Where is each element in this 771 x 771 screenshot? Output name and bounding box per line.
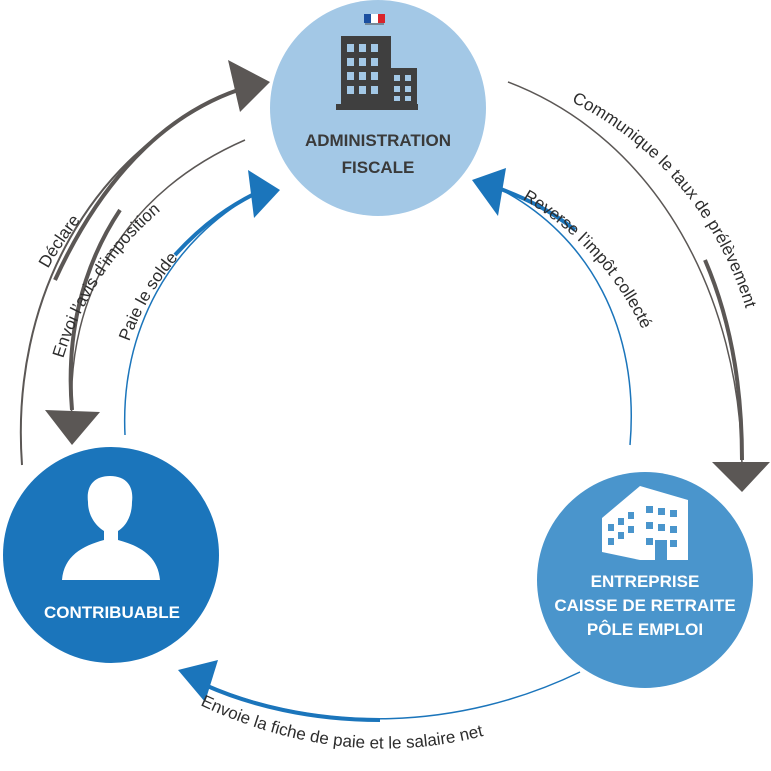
node-administration-line2: FISCALE xyxy=(342,158,415,177)
flow-label-paie-solde: Paie le solde xyxy=(115,248,181,343)
node-administration-line1: ADMINISTRATION xyxy=(305,131,451,150)
government-building-icon xyxy=(336,14,418,110)
arrow-envoi-avis xyxy=(45,139,246,445)
node-entreprise-line3: PÔLE EMPLOI xyxy=(587,620,703,639)
person-icon xyxy=(62,476,160,580)
office-building-icon xyxy=(602,486,688,560)
node-administration-fiscale: ADMINISTRATION FISCALE xyxy=(270,0,486,216)
flow-label-reverse-impot: Reverse l’impôt collecté xyxy=(520,186,655,331)
node-entreprise: ENTREPRISE CAISSE DE RETRAITE PÔLE EMPLO… xyxy=(537,472,753,688)
arrow-declare xyxy=(19,60,270,466)
node-contribuable-label: CONTRIBUABLE xyxy=(44,603,180,622)
node-entreprise-line2: CAISSE DE RETRAITE xyxy=(554,596,735,615)
node-contribuable: CONTRIBUABLE xyxy=(3,447,219,663)
flow-label-communique-taux: Communique le taux de prélèvement xyxy=(570,88,761,310)
arrow-envoie-fiche xyxy=(178,660,581,722)
arrow-reverse-impot xyxy=(472,168,632,446)
node-entreprise-line1: ENTREPRISE xyxy=(591,572,700,591)
node-circle xyxy=(537,472,753,688)
arrow-communique-taux xyxy=(507,81,770,492)
arrow-paie-solde xyxy=(123,170,280,436)
